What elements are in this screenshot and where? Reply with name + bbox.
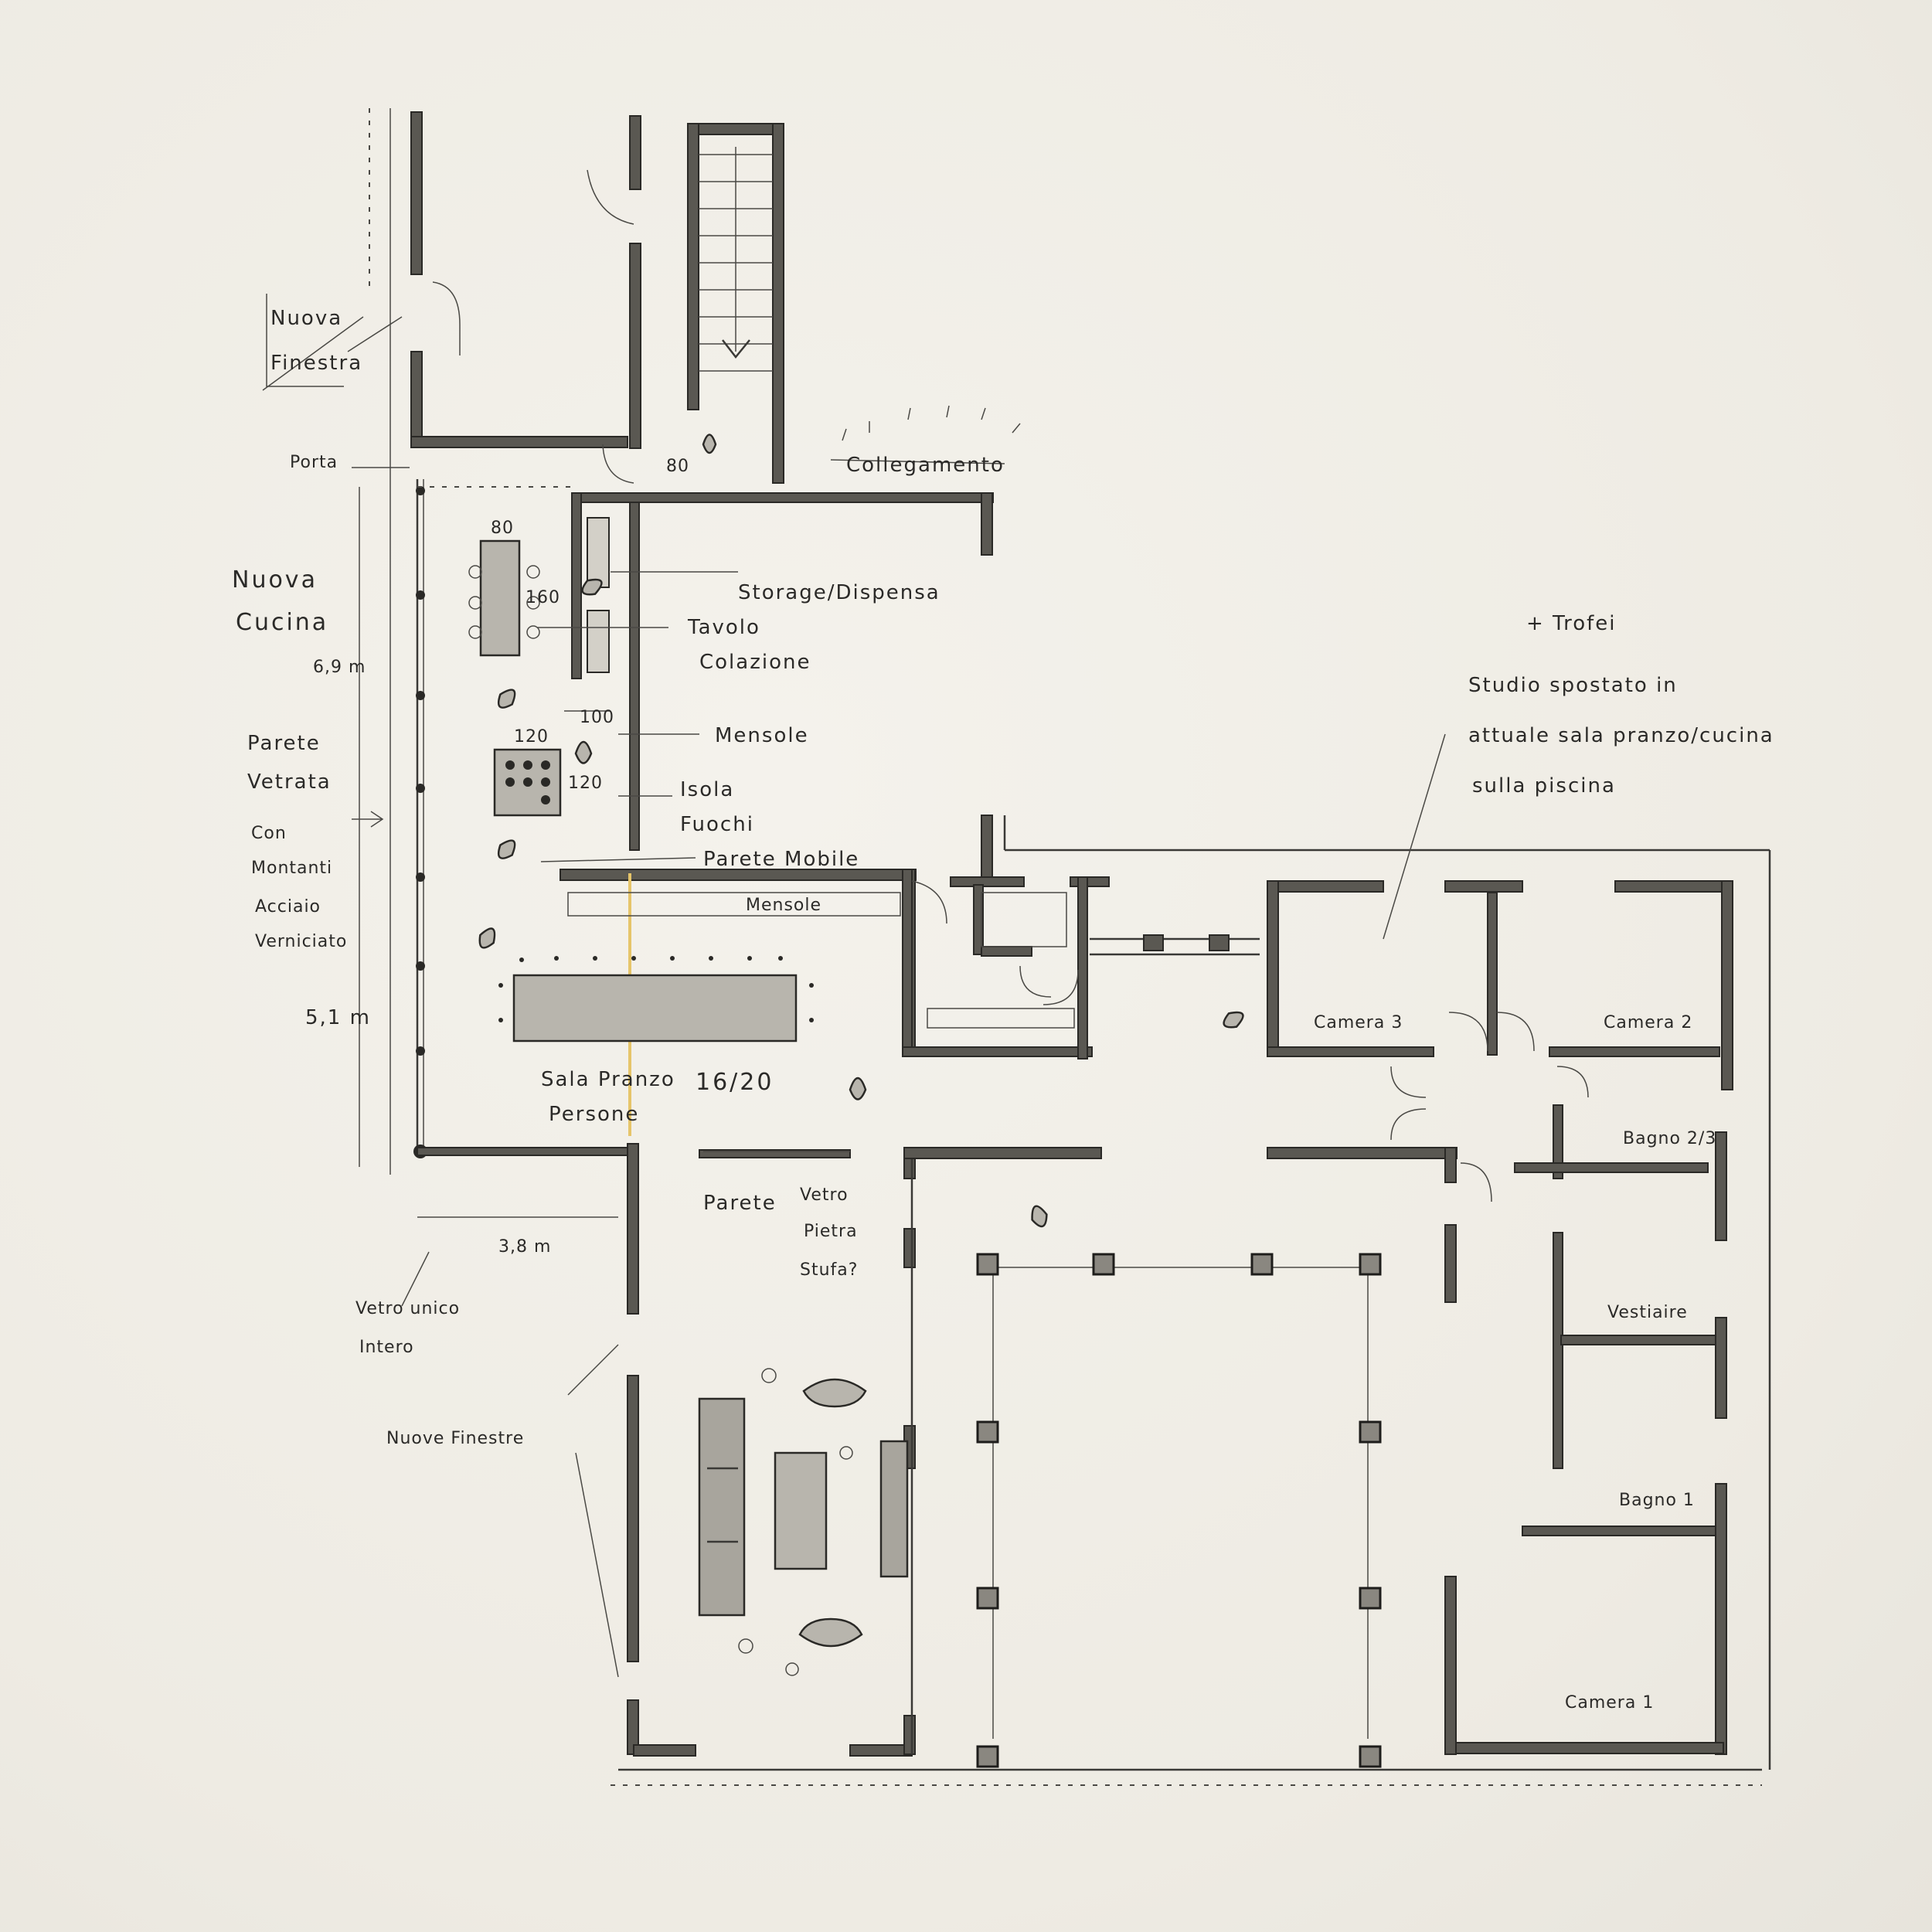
label-collegamento: Collegamento — [846, 454, 1005, 477]
label-bagno-23: Bagno 2/3 — [1623, 1129, 1716, 1148]
label-con: Con — [251, 824, 287, 843]
label-dim-100: 100 — [580, 708, 614, 727]
annotation-leaders — [262, 294, 1446, 1678]
label-sala-pranzo: Sala Pranzo — [541, 1068, 675, 1091]
east-wing-walls — [903, 880, 1733, 1755]
label-pietra: Pietra — [804, 1222, 858, 1241]
north-corridor — [369, 108, 641, 1175]
label-parete-mobile: Parete Mobile — [703, 848, 859, 871]
label-dim-80-table: 80 — [491, 519, 514, 538]
people-markers — [478, 578, 1244, 1228]
connection-line — [1003, 815, 1771, 1770]
label-vetro-unico: Vetro unico — [355, 1299, 460, 1318]
label-colazione: Colazione — [699, 651, 811, 674]
staircase — [687, 123, 784, 484]
shelf — [567, 892, 901, 917]
label-tavolo: Tavolo — [687, 616, 760, 639]
label-dim-80-top: 80 — [666, 457, 689, 476]
label-dim-38: 3,8 m — [498, 1237, 551, 1257]
sketch-accents — [842, 405, 1021, 441]
armchair-icon — [802, 1378, 867, 1408]
label-dim-160: 160 — [526, 588, 560, 607]
label-persone: Persone — [549, 1103, 639, 1126]
breakfast-table — [468, 539, 540, 657]
service-block — [902, 869, 1260, 1060]
label-studio-1: Studio spostato in — [1468, 674, 1678, 697]
label-sala-count: 16/20 — [696, 1069, 774, 1096]
label-mensole-1: Mensole — [715, 724, 809, 747]
label-dim-69: 6,9 m — [313, 658, 366, 677]
label-verniciato: Verniciato — [255, 932, 347, 951]
cooking-island — [493, 748, 562, 817]
label-isola: Isola — [680, 778, 734, 801]
label-dim-120-b: 120 — [568, 774, 603, 793]
label-nuova: Nuova — [270, 307, 342, 330]
label-parete-2: Parete — [703, 1192, 777, 1215]
label-nuova-cucina-2: Cucina — [236, 609, 328, 636]
label-vetrata: Vetrata — [247, 770, 332, 794]
label-bagno-1: Bagno 1 — [1619, 1491, 1695, 1510]
label-montanti: Montanti — [251, 859, 332, 878]
label-dim-120-a: 120 — [514, 727, 549, 747]
courtyard-columns — [976, 1253, 1382, 1768]
label-nuove-finestre: Nuove Finestre — [386, 1429, 524, 1448]
label-mensole-2: Mensole — [746, 896, 821, 915]
label-camera-3: Camera 3 — [1314, 1013, 1403, 1032]
plan-labels: Nuova Finestra Porta Nuova Cucina 6,9 m … — [232, 307, 1774, 1713]
label-storage: Storage/Dispensa — [738, 581, 940, 604]
label-trofei: + Trofei — [1526, 612, 1617, 635]
kitchen-walls — [413, 479, 994, 1315]
label-studio-3: sulla piscina — [1472, 774, 1616, 798]
label-porta: Porta — [290, 453, 338, 472]
label-intero: Intero — [359, 1338, 414, 1357]
person-icon — [702, 434, 717, 454]
label-vetro: Vetro — [800, 1185, 849, 1205]
label-dim-51: 5,1 m — [305, 1006, 371, 1029]
living-room-walls — [611, 1147, 1762, 1786]
label-studio-2: attuale sala pranzo/cucina — [1468, 724, 1774, 747]
label-acciaio: Acciaio — [255, 897, 321, 917]
label-camera-1: Camera 1 — [1565, 1693, 1654, 1713]
armchair-icon — [798, 1617, 863, 1648]
label-parete: Parete — [247, 732, 321, 755]
label-nuova-cucina-1: Nuova — [232, 566, 318, 594]
label-fuochi: Fuochi — [680, 813, 754, 836]
label-stufa: Stufa? — [800, 1260, 858, 1280]
dining-table — [498, 956, 814, 1043]
label-finestra: Finestra — [270, 352, 362, 375]
label-vestiaire: Vestiaire — [1607, 1303, 1688, 1322]
label-camera-2: Camera 2 — [1604, 1013, 1692, 1032]
living-room-furniture — [698, 1368, 909, 1676]
